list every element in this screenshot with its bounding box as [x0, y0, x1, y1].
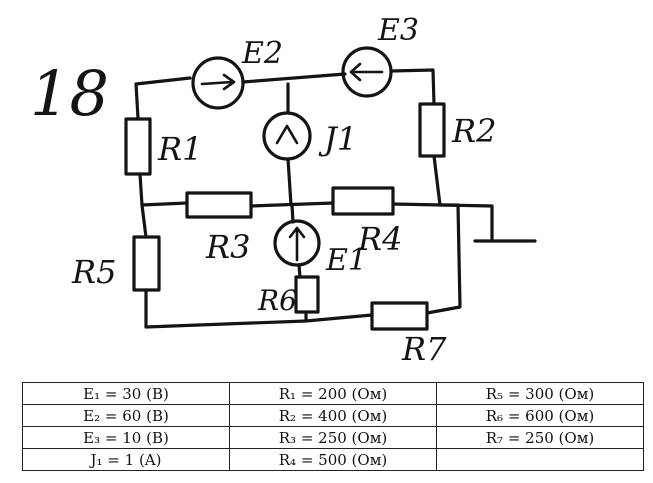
label-e1: E1	[325, 243, 367, 278]
wire-e1-top	[290, 203, 295, 224]
label-r4: R4	[357, 220, 402, 258]
table-row: E₃ = 10 (B) R₃ = 250 (Ом) R₇ = 250 (Ом)	[22, 426, 644, 449]
table-row: J₁ = 1 (A) R₄ = 500 (Ом)	[22, 448, 644, 471]
label-r7: R7	[401, 330, 447, 368]
wire-top-left	[134, 76, 192, 120]
wire-top-right	[389, 68, 436, 106]
table-cell: R₁ = 200 (Ом)	[229, 382, 437, 405]
label-r1: R1	[157, 130, 202, 168]
table-cell: E₂ = 60 (B)	[22, 404, 230, 427]
table-cell: J₁ = 1 (A)	[22, 448, 230, 471]
problem-number: 18	[30, 57, 109, 130]
label-e3: E3	[377, 13, 419, 48]
resistor-r7	[370, 301, 429, 331]
wire-left-lower	[140, 203, 148, 329]
wire-to-ground	[391, 202, 537, 243]
circuit-diagram: 18	[30, 13, 537, 368]
table-cell: R₃ = 250 (Ом)	[229, 426, 437, 449]
source-e3	[341, 46, 393, 98]
table-row: E₂ = 60 (B) R₂ = 400 (Ом) R₆ = 600 (Ом)	[22, 404, 644, 427]
resistor-r6	[294, 275, 320, 314]
label-j1: J1	[318, 120, 357, 158]
table-cell: R₂ = 400 (Ом)	[229, 404, 437, 427]
label-r2: R2	[451, 112, 496, 150]
table-cell	[436, 448, 644, 471]
wire-right-lower	[425, 203, 462, 315]
resistor-r2	[418, 102, 446, 158]
circuit-sketch: 18	[30, 13, 537, 368]
resistor-r1	[124, 117, 152, 176]
table-cell: R₆ = 600 (Ом)	[436, 404, 644, 427]
table-cell: E₁ = 30 (B)	[22, 382, 230, 405]
wire-top-middle	[241, 72, 347, 84]
table-cell: R₇ = 250 (Ом)	[436, 426, 644, 449]
table-cell: R₄ = 500 (Ом)	[229, 448, 437, 471]
label-r6: R6	[257, 284, 297, 317]
wire-mid-left	[140, 201, 189, 207]
resistor-r5	[132, 235, 161, 292]
resistor-r4	[331, 186, 395, 216]
label-e2: E2	[241, 36, 283, 71]
label-r3: R3	[205, 228, 250, 266]
label-r5: R5	[71, 253, 116, 291]
resistor-r3	[185, 191, 253, 219]
wire-bottom	[144, 313, 374, 329]
table-cell: E₃ = 10 (B)	[22, 426, 230, 449]
wire-e1-bottom	[297, 263, 302, 279]
wire-left-mid	[138, 172, 144, 207]
wire-right-mid	[432, 154, 442, 207]
table-cell: R₅ = 300 (Ом)	[436, 382, 644, 405]
current-source-j1	[262, 111, 312, 161]
source-e1	[273, 219, 321, 267]
parameters-table: E₁ = 30 (B) R₁ = 200 (Ом) R₅ = 300 (Ом) …	[22, 382, 644, 471]
table-row: E₁ = 30 (B) R₁ = 200 (Ом) R₅ = 300 (Ом)	[22, 382, 644, 405]
wire-j1-bottom	[286, 157, 293, 207]
source-e2	[191, 56, 245, 110]
